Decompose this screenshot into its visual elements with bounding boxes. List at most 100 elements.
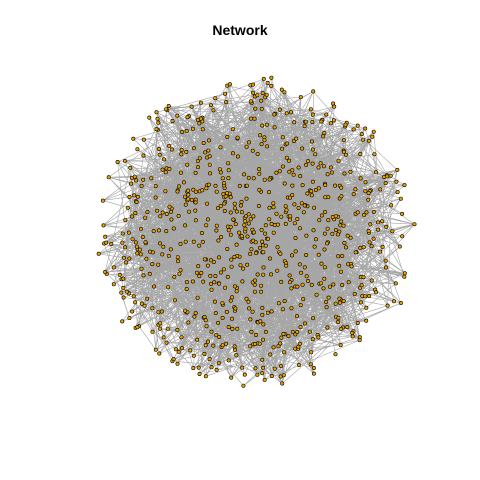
network-node — [217, 167, 222, 172]
network-node — [216, 320, 221, 325]
network-node — [361, 137, 366, 142]
network-node — [376, 227, 381, 232]
network-node — [185, 162, 190, 167]
network-node — [305, 191, 310, 196]
network-node — [287, 280, 292, 285]
network-node — [183, 239, 188, 244]
network-node — [201, 279, 206, 284]
network-node — [134, 178, 139, 183]
network-node — [154, 127, 159, 132]
network-node — [160, 167, 165, 172]
network-node — [265, 144, 270, 149]
network-node — [322, 276, 327, 281]
network-node — [253, 106, 258, 111]
network-node — [101, 223, 106, 228]
network-node — [175, 361, 180, 366]
network-node — [342, 171, 347, 176]
network-node — [282, 350, 287, 355]
network-node — [104, 240, 109, 245]
network-node — [191, 353, 196, 358]
network-node — [240, 365, 245, 370]
network-node — [351, 192, 356, 197]
network-node — [141, 273, 146, 278]
network-node — [135, 325, 140, 330]
network-node — [245, 234, 250, 239]
network-node — [248, 317, 253, 322]
network-node — [288, 214, 293, 219]
network-node — [151, 229, 156, 234]
network-node — [164, 229, 169, 234]
network-node — [143, 215, 148, 220]
network-node — [197, 156, 202, 161]
network-node — [358, 300, 363, 305]
network-node — [350, 334, 355, 339]
network-node — [127, 194, 132, 199]
network-node — [275, 222, 280, 227]
network-node — [322, 210, 327, 215]
network-node — [366, 191, 371, 196]
network-node — [115, 160, 120, 165]
network-node — [134, 200, 139, 205]
network-node — [231, 217, 236, 222]
network-node — [164, 212, 169, 217]
network-node — [331, 118, 336, 123]
network-node — [158, 326, 163, 331]
network-node — [100, 198, 105, 203]
network-node — [263, 243, 268, 248]
network-node — [242, 223, 247, 228]
network-node — [193, 311, 198, 316]
network-node — [282, 298, 287, 303]
network-node — [309, 139, 314, 144]
network-node — [209, 365, 214, 370]
network-node — [373, 290, 378, 295]
network-node — [121, 276, 126, 281]
network-node — [170, 119, 175, 124]
network-node — [239, 234, 244, 239]
network-node — [310, 120, 315, 125]
network-node — [308, 107, 313, 112]
network-node — [352, 291, 357, 296]
network-node — [244, 183, 249, 188]
network-node — [238, 263, 243, 268]
network-node — [218, 170, 223, 175]
network-node — [145, 210, 150, 215]
network-node — [254, 332, 259, 337]
network-node — [284, 111, 289, 116]
network-node — [369, 278, 374, 283]
network-node — [355, 210, 360, 215]
network-node — [296, 206, 301, 211]
network-node — [214, 189, 219, 194]
network-node — [325, 226, 330, 231]
network-node — [359, 283, 364, 288]
network-node — [267, 177, 272, 182]
network-node — [196, 365, 201, 370]
network-node — [177, 184, 182, 189]
network-node — [260, 123, 265, 128]
network-node — [147, 115, 152, 120]
network-node — [193, 200, 198, 205]
network-node — [336, 315, 341, 320]
network-node — [300, 146, 305, 151]
network-node — [228, 210, 233, 215]
network-node — [139, 226, 144, 231]
network-node — [284, 141, 289, 146]
network-node — [252, 116, 257, 121]
network-node — [142, 303, 147, 308]
network-node — [167, 204, 172, 209]
network-node — [262, 177, 267, 182]
network-node — [195, 117, 200, 122]
network-node — [228, 224, 233, 229]
network-node — [183, 202, 188, 207]
network-node — [214, 367, 219, 372]
network-node — [251, 214, 256, 219]
network-node — [161, 244, 166, 249]
network-node — [195, 337, 200, 342]
network-node — [178, 241, 183, 246]
network-node — [268, 352, 273, 357]
network-node — [156, 228, 161, 233]
network-node — [184, 286, 189, 291]
network-node — [287, 273, 292, 278]
network-node — [164, 340, 169, 345]
network-node — [290, 183, 295, 188]
network-node — [184, 128, 189, 133]
